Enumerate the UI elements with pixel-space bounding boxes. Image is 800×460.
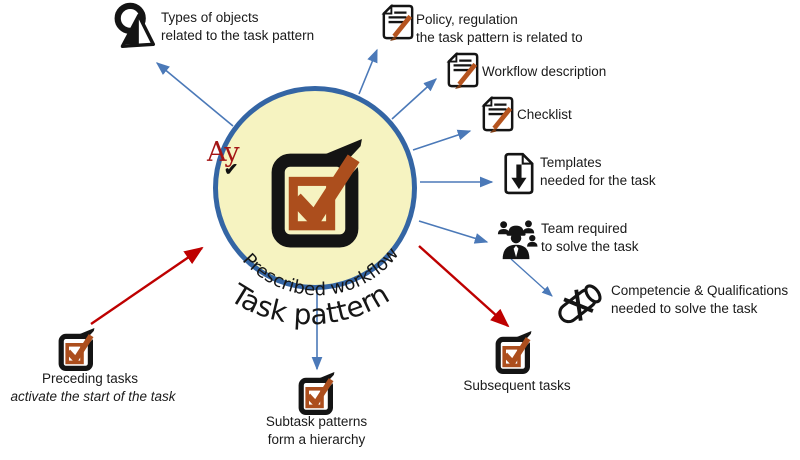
workflow-label: Workflow description bbox=[482, 64, 607, 79]
team-label: Team required to solve the task bbox=[541, 221, 639, 254]
ay-check-icon: ✔ bbox=[224, 160, 239, 179]
subtask-label: Subtask patterns form a hierarchy bbox=[265, 414, 368, 447]
subsequent-label: Subsequent tasks bbox=[463, 378, 571, 393]
subsequent-task-icon bbox=[493, 331, 533, 375]
competencies-label: Competencie & Qualifications needed to s… bbox=[611, 283, 789, 316]
policy-document-icon bbox=[381, 4, 415, 42]
checklist-document-icon bbox=[481, 96, 515, 134]
arrow-to-workflow bbox=[391, 78, 438, 120]
ay-logo-text: Ay bbox=[207, 137, 240, 168]
preceding-task-icon bbox=[56, 328, 96, 372]
arrow-to-types bbox=[155, 62, 234, 127]
preceding-label: Preceding tasks bbox=[41, 371, 139, 386]
policy-label: Policy, regulation the task pattern is r… bbox=[416, 12, 583, 45]
object-types-icon bbox=[110, 2, 160, 52]
checklist-label: Checklist bbox=[517, 107, 572, 122]
team-people-icon bbox=[495, 219, 539, 261]
arrow-to-team bbox=[418, 220, 489, 244]
workflow-document-icon bbox=[446, 52, 480, 90]
template-download-icon bbox=[501, 152, 535, 196]
arrow-to-checklist bbox=[412, 129, 472, 151]
diploma-icon bbox=[551, 276, 609, 332]
arrow-to-competencies bbox=[510, 258, 553, 297]
types-label: Types of objects related to the task pat… bbox=[161, 10, 315, 43]
task-pattern-circle bbox=[213, 86, 417, 290]
arrow-to-policy bbox=[358, 48, 378, 95]
preceding-sublabel: activate the start of the task bbox=[10, 389, 176, 404]
ay-logo: Ay ✔ bbox=[207, 137, 255, 192]
subtask-pattern-icon bbox=[296, 372, 336, 416]
task-pattern-icon bbox=[265, 139, 366, 250]
arrow-from-preceding bbox=[90, 246, 204, 325]
templates-label: Templates needed for the task bbox=[540, 155, 656, 188]
